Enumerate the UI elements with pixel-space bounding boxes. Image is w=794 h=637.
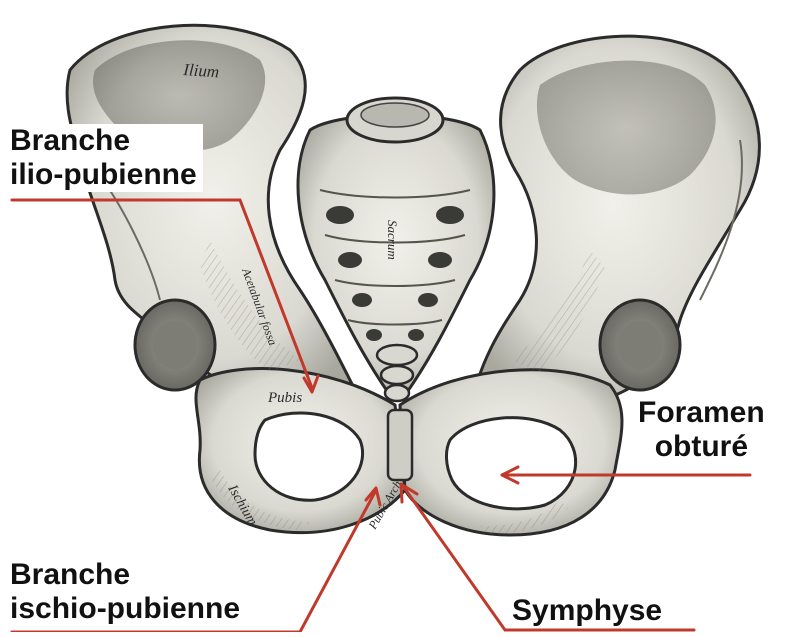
engraving-pubis: Pubis [267, 390, 302, 406]
label-branche-ischio-line2: ischio-pubienne [10, 592, 240, 626]
engraving-sacrum: Sacrum [385, 220, 400, 260]
coccyx [377, 345, 417, 401]
label-foramen-line2: obturé [638, 430, 765, 464]
left-obturator-foramen [255, 413, 363, 500]
label-symphyse-text: Symphyse [512, 594, 662, 627]
label-branche-ilio-line1: Branche [10, 124, 197, 158]
label-branche-ilio-pubienne: Branche ilio-pubienne [6, 124, 203, 192]
label-foramen-obture: Foramen obturé [634, 396, 771, 464]
pubic-symphysis [388, 410, 412, 480]
label-foramen-line1: Foramen [638, 396, 765, 430]
label-branche-ischio-pubienne: Branche ischio-pubienne [6, 558, 246, 626]
label-symphyse: Symphyse [508, 594, 668, 628]
engraving-ilium: Ilium [182, 60, 220, 82]
label-branche-ischio-line1: Branche [10, 558, 240, 592]
right-obturator-foramen [446, 418, 575, 509]
label-branche-ilio-line2: ilio-pubienne [10, 158, 197, 192]
